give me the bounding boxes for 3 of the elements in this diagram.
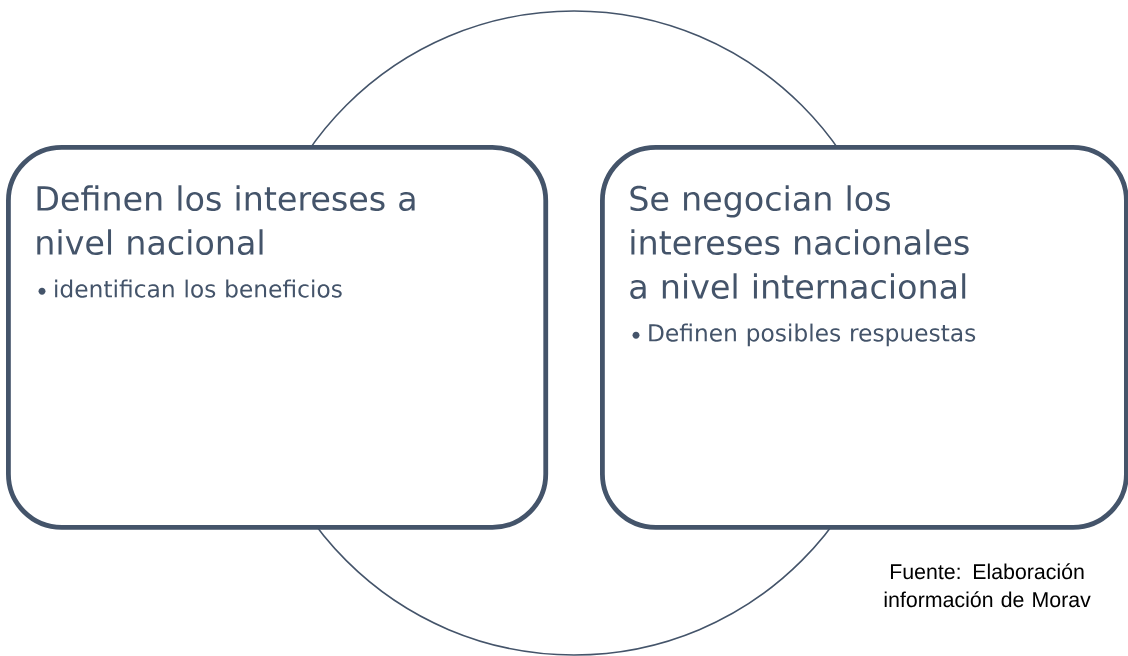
- text-box: Se negocian los intereses nacionales a nivel internacional Definen posibles respuestas: [600, 145, 1128, 530]
- text-box: Definen los intereses a nivel nacional identifican los beneficios: [6, 145, 549, 530]
- caption: Fuente: Elaboración información de Morav: [884, 563, 1091, 608]
